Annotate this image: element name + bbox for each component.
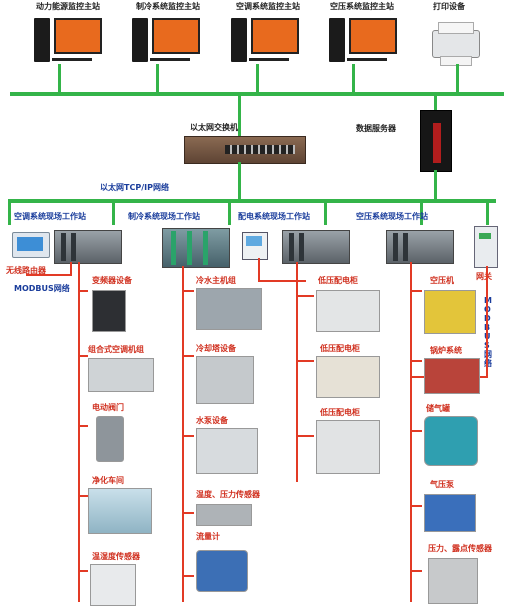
power-equipment-label: 低压配电柜 [318,276,358,285]
switch-label: 以太网交换机 [190,123,238,132]
data-server-icon [420,110,452,172]
compressor-equipment-label: 压力、露点传感器 [428,544,492,553]
refrigeration-plc-controller [162,228,230,268]
low-voltage-cabinet-icon [316,420,380,474]
hvac-equipment-label: 净化车间 [92,476,124,485]
refrigeration-equipment-label: 冷水主机组 [196,276,236,285]
ethernet-switch-icon [184,136,306,164]
middle-ethernet-bus [8,199,496,203]
air-handling-unit-icon [88,358,154,392]
boiler-system-icon [424,358,480,394]
station-label-hvac: 空调系统监控主站 [236,2,300,11]
wireless-router-label: 无线路由器 [6,266,46,275]
power-meter-icon [242,232,268,260]
chiller-unit-icon [196,288,262,330]
gateway-device-icon [474,226,498,268]
flow-meter-icon [196,550,248,592]
air-tank-icon [424,416,478,466]
water-pump-icon [196,428,258,474]
air-pump-icon [424,494,476,532]
printer-label: 打印设备 [433,2,465,11]
low-voltage-cabinet-icon [316,290,380,332]
compressor-equipment-label: 气压泵 [430,480,454,489]
electric-valve-icon [96,416,124,462]
network-label: 以太网TCP/IP网络 [100,183,169,192]
field-station-label-refrigeration: 制冷系统现场工作站 [128,212,200,221]
hvac-equipment-label: 组合式空调机组 [88,345,144,354]
low-voltage-cabinet-icon [316,356,380,398]
temperature-pressure-sensor-icon [196,504,252,526]
power-plc-controller [282,230,350,264]
top-ethernet-bus [10,92,504,96]
hvac-equipment-label: 变频器设备 [92,276,132,285]
pressure-dew-point-sensor-icon [428,558,478,604]
gateway-label: 网关 [476,272,492,281]
power-equipment-label: 低压配电柜 [320,408,360,417]
inverter-device-icon [92,290,126,332]
station-label-refrigeration: 制冷系统监控主站 [136,2,200,11]
field-station-label-power: 配电系统现场工作站 [238,212,310,221]
refrigeration-equipment-label: 温度、压力传感器 [196,490,260,499]
modbus-network-label: MODBUS网络 [14,284,70,293]
hvac-plc-controller [54,230,122,264]
refrigeration-equipment-label: 水泵设备 [196,416,228,425]
hvac-equipment-label: 温湿度传感器 [92,552,140,561]
refrigeration-equipment-label: 流量计 [196,532,220,541]
compressor-equipment-label: 锅炉系统 [430,346,462,355]
field-station-label-hvac: 空调系统现场工作站 [14,212,86,221]
cooling-tower-icon [196,356,254,404]
compressor-equipment-label: 储气罐 [426,404,450,413]
power-equipment-label: 低压配电柜 [320,344,360,353]
air-compressor-icon [424,290,476,334]
compressor-equipment-label: 空压机 [430,276,454,285]
data-server-label: 数据服务器 [356,124,396,133]
wireless-router-icon [12,232,50,258]
refrigeration-equipment-label: 冷却塔设备 [196,344,236,353]
hvac-equipment-label: 电动阀门 [92,403,124,412]
station-label-compressor: 空压系统监控主站 [330,2,394,11]
temperature-humidity-sensor-icon [90,564,136,606]
clean-room-icon [88,488,152,534]
station-label-power: 动力能源监控主站 [36,2,100,11]
compressor-plc-controller [386,230,454,264]
field-station-label-compressor: 空压系统现场工作站 [356,212,428,221]
